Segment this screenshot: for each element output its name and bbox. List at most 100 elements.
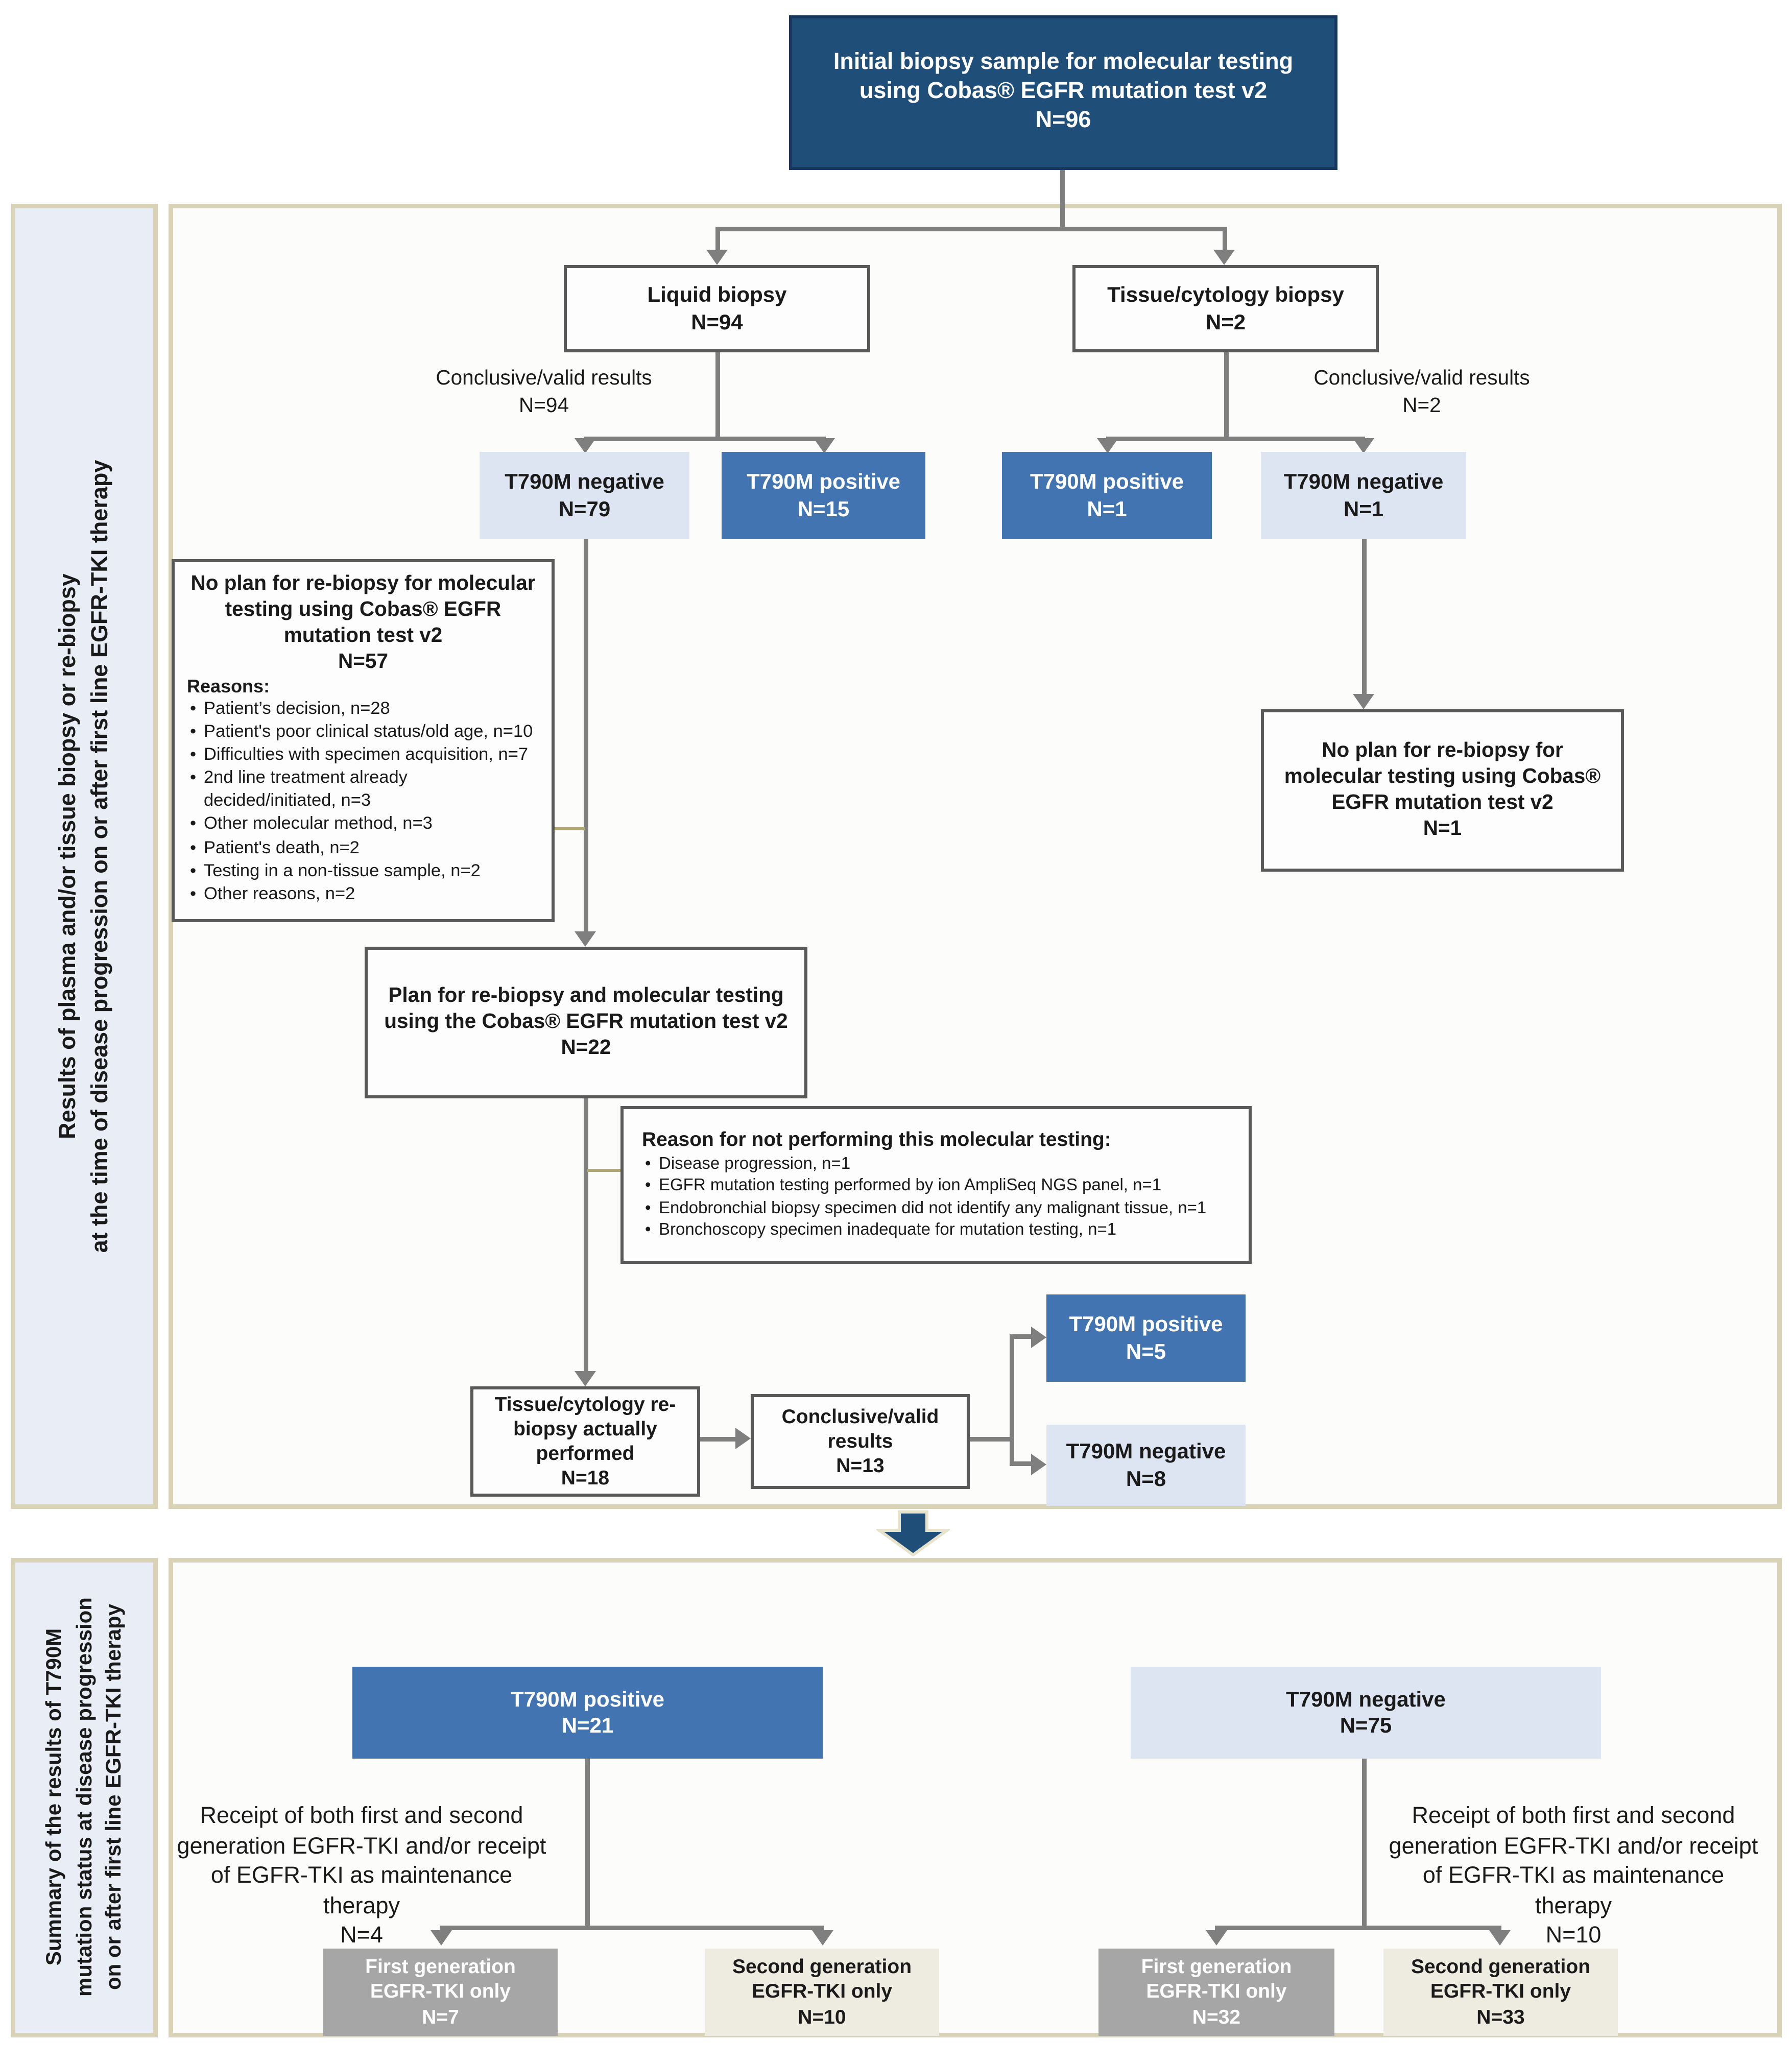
tissue-biopsy-box: Tissue/cytology biopsy N=2 — [1072, 265, 1379, 352]
arrowhead-valid13 — [735, 1428, 751, 1449]
reasons-label: Reasons: — [187, 675, 270, 697]
connector-valid13-vert — [1010, 1334, 1014, 1466]
t790m-positive-1-box: T790M positive N=1 — [1002, 452, 1212, 539]
arrowhead-tissue — [1213, 250, 1235, 265]
reason-item: EGFR mutation testing performed by ion A… — [642, 1175, 1230, 1197]
connector-neg79-down — [584, 539, 588, 931]
t790m-negative-1-n: N=1 — [1343, 495, 1384, 520]
connector-liquid-drop — [715, 227, 720, 251]
reason-item: Difficulties with specimen acquisition, … — [187, 745, 539, 768]
lower-section-title-line2: mutation status at disease progression — [70, 1597, 95, 1997]
t790m-positive-21-box: T790M positive N=21 — [352, 1667, 823, 1759]
receipt-right-note: Receipt of both first and second generat… — [1382, 1802, 1765, 1951]
second-gen-10-n: N=10 — [798, 2004, 846, 2028]
reason-item: Patient’s decision, n=28 — [187, 698, 539, 722]
arrowhead-neg8 — [1031, 1454, 1046, 1475]
arrowhead-tissue-neg — [1353, 438, 1374, 453]
arrowhead-performed — [575, 1371, 596, 1386]
t790m-negative-79-n: N=79 — [558, 495, 611, 520]
no-plan-left-n: N=57 — [338, 649, 388, 672]
no-plan-right-n: N=1 — [1423, 816, 1462, 839]
reason-not-title: Reason for not performing this molecular… — [642, 1128, 1111, 1151]
arrowhead-liquid-pos — [814, 438, 835, 453]
connector-tissue-down — [1224, 352, 1229, 441]
connector-top-stub — [1060, 170, 1065, 230]
connector-neg8 — [1011, 1461, 1033, 1466]
t790m-positive-21-label: T790M positive — [510, 1686, 665, 1711]
receipt-left-text: Receipt of both first and second generat… — [177, 1803, 546, 1919]
t790m-negative-79-box: T790M negative N=79 — [480, 452, 689, 539]
connector-liquid-down — [715, 352, 720, 441]
reason-item: Bronchoscopy specimen inadequate for mut… — [642, 1219, 1230, 1242]
second-gen-33-box: Second generation EGFR-TKI only N=33 — [1383, 1949, 1618, 2036]
connector-neg75-down — [1362, 1759, 1367, 1930]
t790m-negative-75-label: T790M negative — [1286, 1686, 1446, 1711]
tissue-biopsy-n: N=2 — [1205, 308, 1246, 333]
connector-reason-tan — [587, 1169, 620, 1172]
reason-not-list: Disease progression, n=1 EGFR mutation t… — [642, 1153, 1230, 1242]
connector-noplan-tan — [555, 827, 585, 830]
t790m-negative-75-box: T790M negative N=75 — [1131, 1667, 1601, 1759]
plan-rebiopsy-title: Plan for re-biopsy and molecular testing… — [384, 983, 788, 1033]
reason-item: Patient's poor clinical status/old age, … — [187, 721, 539, 745]
connector-pos21-split — [440, 1926, 824, 1930]
liquid-biopsy-n: N=94 — [691, 308, 743, 333]
receipt-right-n: N=10 — [1545, 1923, 1602, 1949]
arrowhead-firstgen-right — [1206, 1930, 1227, 1946]
first-gen-32-n: N=32 — [1192, 2004, 1241, 2028]
liquid-valid-label: Conclusive/valid results — [436, 366, 652, 389]
liquid-valid-n: N=94 — [519, 393, 569, 416]
connector-liquid-split — [584, 437, 826, 441]
tissue-valid-n: N=2 — [1402, 393, 1441, 416]
t790m-negative-8-box: T790M negative N=8 — [1046, 1425, 1246, 1506]
rebiopsy-performed-box: Tissue/cytology re-biopsy actually perfo… — [470, 1386, 700, 1497]
connector-performed-right — [700, 1437, 737, 1442]
rebiopsy-performed-n: N=18 — [561, 1466, 610, 1490]
liquid-biopsy-box: Liquid biopsy N=94 — [564, 265, 870, 352]
no-plan-left-box: No plan for re-biopsy for molecular test… — [172, 559, 555, 922]
connector-tissue-split — [1106, 437, 1365, 441]
plan-rebiopsy-box: Plan for re-biopsy and molecular testing… — [365, 947, 807, 1098]
t790m-negative-1-label: T790M negative — [1283, 469, 1444, 493]
arrowhead-secondgen-right — [1489, 1930, 1511, 1946]
second-gen-10-label: Second generation EGFR-TKI only — [732, 1955, 912, 2003]
valid13-label: Conclusive/valid results — [781, 1404, 939, 1452]
tissue-valid-label: Conclusive/valid results — [1313, 366, 1530, 389]
reason-item: Testing in a non-tissue sample, n=2 — [187, 860, 539, 884]
t790m-negative-75-n: N=75 — [1340, 1713, 1392, 1737]
lower-section-title: Summary of the results of T790M mutation… — [39, 1597, 129, 1997]
upper-section-title-line2: at the time of disease progression on or… — [87, 460, 113, 1253]
first-gen-7-label: First generation EGFR-TKI only — [365, 1955, 516, 2003]
initial-biopsy-n: N=96 — [1035, 107, 1091, 133]
reason-item: Endobronchial biopsy specimen did not id… — [642, 1197, 1230, 1220]
second-gen-33-label: Second generation EGFR-TKI only — [1411, 1955, 1591, 2003]
upper-sidebar-panel — [11, 204, 158, 1509]
arrowhead-tissue-pos — [1097, 438, 1118, 453]
reason-not-performing-box: Reason for not performing this molecular… — [620, 1106, 1252, 1264]
t790m-negative-8-label: T790M negative — [1066, 1438, 1226, 1463]
t790m-positive-5-box: T790M positive N=5 — [1046, 1294, 1246, 1382]
section-transition-arrow — [876, 1510, 950, 1556]
arrowhead-firstgen-left — [431, 1930, 452, 1946]
receipt-left-n: N=4 — [340, 1923, 383, 1949]
arrowhead-noplan-right — [1353, 694, 1374, 709]
arrowhead-plan — [575, 931, 596, 947]
arrowhead-pos5 — [1031, 1327, 1046, 1348]
tissue-valid-note: Conclusive/valid results N=2 — [1269, 365, 1575, 418]
connector-plan-down — [584, 1098, 588, 1373]
connector-neg1-down — [1362, 539, 1367, 695]
lower-section-title-line1: Summary of the results of T790M — [40, 1628, 65, 1966]
no-plan-right-box: No plan for re-biopsy for molecular test… — [1261, 709, 1624, 872]
reason-item: Disease progression, n=1 — [642, 1153, 1230, 1175]
upper-section-title: Results of plasma and/or tissue biopsy o… — [52, 460, 116, 1253]
t790m-positive-1-label: T790M positive — [1030, 469, 1184, 493]
connector-neg75-split — [1215, 1926, 1501, 1930]
valid13-n: N=13 — [836, 1454, 885, 1477]
tissue-biopsy-label: Tissue/cytology biopsy — [1107, 282, 1344, 306]
first-gen-7-box: First generation EGFR-TKI only N=7 — [323, 1949, 558, 2036]
upper-section-title-line1: Results of plasma and/or tissue biopsy o… — [55, 573, 81, 1139]
initial-biopsy-title: Initial biopsy sample for molecular test… — [833, 50, 1294, 105]
first-gen-7-n: N=7 — [422, 2004, 459, 2028]
t790m-negative-8-n: N=8 — [1126, 1465, 1166, 1490]
